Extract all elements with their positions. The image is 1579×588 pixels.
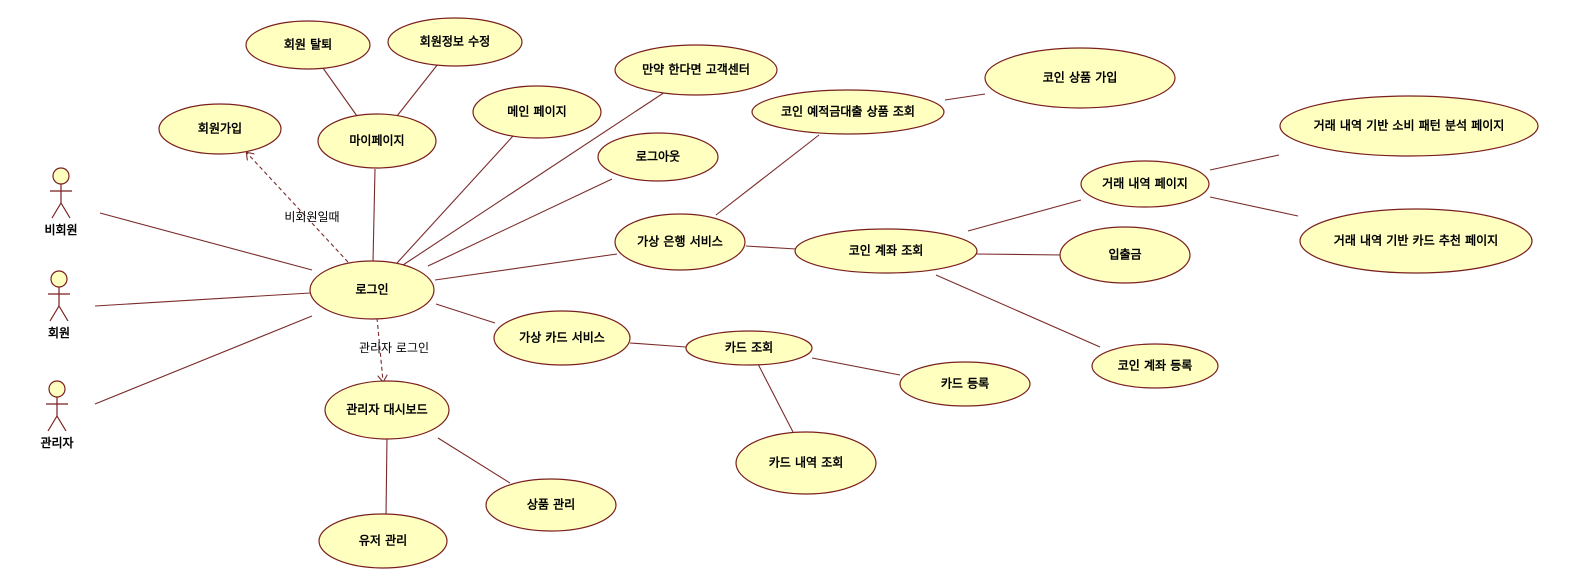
use-case-label: 관리자 대시보드 [346, 402, 427, 417]
assoc-coinaccount-depositwithdraw [975, 253, 1063, 256]
use-case-label: 회원가입 [198, 121, 242, 136]
assoc-login-logout [427, 178, 613, 267]
assoc-transaction-spending [1209, 154, 1280, 171]
dep-login-admindash [376, 317, 383, 381]
use-case-transaction-page[interactable]: 거래 내역 페이지 [1080, 160, 1210, 208]
use-case-label: 거래 내역 페이지 [1102, 176, 1188, 191]
use-case-card-view[interactable]: 카드 조회 [685, 330, 813, 366]
assoc-coinaccount-register [935, 274, 1101, 348]
use-case-withdraw[interactable]: 회원 탈퇴 [245, 20, 371, 70]
assoc-virtualbank-coinaccount [745, 245, 797, 250]
use-case-product-manage[interactable]: 상품 관리 [485, 478, 617, 532]
actor-non-member[interactable]: 비회원 [44, 167, 78, 237]
dep-login-signup [247, 153, 349, 263]
assoc-admin-login [94, 315, 313, 405]
use-case-edit-info[interactable]: 회원정보 수정 [387, 17, 523, 67]
use-case-deposit-withdraw[interactable]: 입출금 [1059, 226, 1191, 284]
use-case-label: 가상 카드 서비스 [519, 330, 605, 345]
assoc-transaction-cardrecommend [1209, 196, 1299, 217]
use-case-label: 카드 내역 조회 [769, 455, 844, 470]
use-case-label: 거래 내역 기반 소비 패턴 분석 페이지 [1314, 118, 1505, 133]
use-case-main-page[interactable]: 메인 페이지 [472, 85, 602, 139]
use-case-logout[interactable]: 로그아웃 [597, 132, 719, 182]
assoc-coinaccount-transaction [967, 199, 1082, 232]
assoc-mypage-editinfo [396, 63, 439, 117]
use-case-label: 거래 내역 기반 카드 추천 페이지 [1334, 233, 1498, 248]
use-case-coin-product-join[interactable]: 코인 상품 가입 [984, 47, 1176, 109]
actor-label: 비회원 [44, 222, 77, 237]
use-case-label: 유저 관리 [359, 533, 407, 548]
use-case-coin-deposit-loan[interactable]: 코인 예적금대출 상품 조회 [751, 89, 945, 135]
actor-admin[interactable]: 관리자 [40, 380, 74, 450]
dependency-label-non-member: 비회원일때 [284, 210, 339, 224]
assoc-nonmember-login [99, 212, 313, 271]
assoc-login-mainpage [396, 135, 514, 264]
assoc-virtualbank-depositloan [715, 134, 820, 216]
use-case-coin-account-view[interactable]: 코인 계좌 조회 [794, 228, 978, 274]
use-case-label: 만약 한다면 고객센터 [642, 62, 750, 77]
use-case-label: 입출금 [1108, 247, 1141, 262]
assoc-mypage-withdraw [317, 60, 358, 117]
use-case-label: 상품 관리 [527, 497, 575, 512]
use-case-virtual-bank[interactable]: 가상 은행 서비스 [614, 213, 746, 271]
assoc-login-mypage [372, 168, 376, 263]
use-case-mypage[interactable]: 마이페이지 [317, 113, 437, 169]
use-case-card-register[interactable]: 카드 등록 [899, 361, 1031, 407]
assoc-admindash-user [385, 435, 388, 518]
dependency-label-admin-login: 관리자 로그인 [359, 341, 429, 355]
use-case-label: 코인 계좌 등록 [1118, 358, 1193, 373]
use-case-label: 카드 등록 [941, 376, 989, 391]
use-case-card-history[interactable]: 카드 내역 조회 [735, 431, 877, 495]
assoc-depositloan-productjoin [944, 93, 986, 101]
assoc-cardview-cardhistory [757, 363, 794, 433]
use-case-label: 가상 은행 서비스 [637, 234, 723, 249]
use-case-admin-dashboard[interactable]: 관리자 대시보드 [324, 380, 450, 440]
use-case-label: 코인 계좌 조회 [849, 243, 924, 258]
use-case-label: 회원 탈퇴 [284, 37, 332, 52]
use-case-signup[interactable]: 회원가입 [158, 103, 282, 155]
assoc-login-customercenter [402, 91, 666, 266]
use-case-label: 로그아웃 [636, 149, 680, 164]
assoc-member-login [94, 292, 311, 307]
use-case-card-recommend[interactable]: 거래 내역 기반 카드 추천 페이지 [1299, 208, 1533, 274]
actor-label: 회원 [48, 325, 70, 340]
use-case-label: 카드 조회 [725, 340, 773, 355]
assoc-login-virtualcard [435, 303, 496, 324]
actor-label: 관리자 [40, 435, 73, 450]
use-case-label: 회원정보 수정 [420, 34, 490, 49]
use-case-customer-center[interactable]: 만약 한다면 고객센터 [614, 44, 778, 96]
use-case-label: 코인 상품 가입 [1043, 70, 1118, 85]
actor-member[interactable]: 회원 [48, 270, 70, 340]
use-case-spending-analysis[interactable]: 거래 내역 기반 소비 패턴 분석 페이지 [1279, 95, 1539, 157]
use-case-label: 마이페이지 [349, 133, 404, 148]
use-case-label: 메인 페이지 [507, 104, 566, 119]
associations [94, 60, 1299, 518]
dependencies: 비회원일때 관리자 로그인 [247, 153, 429, 381]
use-case-login[interactable]: 로그인 [309, 260, 435, 320]
use-case-label: 코인 예적금대출 상품 조회 [781, 104, 915, 119]
assoc-admindash-product [437, 437, 511, 484]
use-case-coin-account-register[interactable]: 코인 계좌 등록 [1091, 343, 1219, 389]
use-case-label: 로그인 [355, 282, 388, 297]
assoc-login-virtualbank [434, 253, 618, 281]
assoc-virtualcard-cardview [629, 342, 687, 348]
use-case-user-manage[interactable]: 유저 관리 [318, 513, 448, 569]
assoc-cardview-cardregister [811, 357, 901, 376]
use-case-virtual-card[interactable]: 가상 카드 서비스 [493, 310, 631, 366]
